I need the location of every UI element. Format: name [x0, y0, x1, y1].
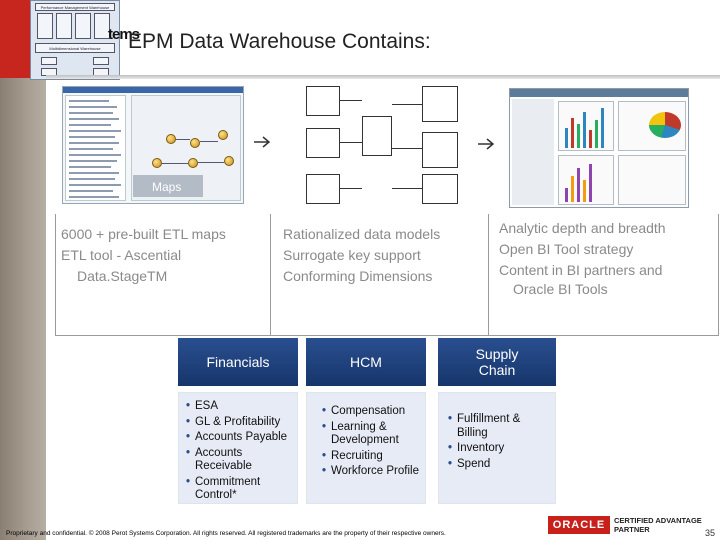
thumb-warehouse-3	[75, 13, 91, 39]
module-title: HCM	[350, 354, 382, 370]
column-line: Oracle BI Tools	[513, 281, 608, 297]
list-item: GL & Profitability	[186, 416, 298, 430]
column-line: Content in BI partners and	[499, 262, 663, 278]
window-title-bar	[63, 87, 243, 93]
maps-label: Maps	[152, 180, 182, 194]
supply-chain-list: Fulfillment & Billing Inventory Spend	[448, 413, 552, 473]
list-item: Accounts Receivable	[186, 447, 298, 474]
thumb-top-label: Performance Management Warehouse	[40, 5, 110, 10]
list-item: Commitment Control*	[186, 476, 298, 503]
stage-node	[188, 158, 199, 168]
dashboard-header	[510, 89, 688, 97]
erd-table	[422, 132, 458, 168]
column-line: Analytic depth and breadth	[499, 220, 666, 236]
erd-table	[422, 174, 458, 204]
stage-node	[166, 134, 177, 144]
partner-badge: CERTIFIED ADVANTAGE PARTNER	[614, 516, 702, 534]
column-line: Surrogate key support	[283, 247, 421, 263]
erd-table	[306, 86, 340, 116]
module-title: Supply Chain	[475, 346, 519, 378]
oracle-logo-text: ORACLE	[552, 519, 606, 531]
chart-panel	[558, 101, 614, 151]
title-underline	[46, 75, 720, 79]
stage-node	[224, 156, 235, 166]
erd-table	[422, 86, 458, 122]
chart-panel	[558, 155, 614, 205]
hcm-list: Compensation Learning & Development Recr…	[322, 405, 424, 481]
list-item: Learning & Development	[322, 421, 424, 448]
column-line: Conforming Dimensions	[283, 268, 433, 284]
left-decorative-bar	[0, 0, 46, 540]
etl-capabilities: 6000 + pre-built ETL maps ETL tool - Asc…	[61, 224, 226, 287]
module-header-supply-chain: Supply Chain	[438, 338, 556, 386]
column-line: ETL tool - Ascential	[61, 247, 182, 263]
list-item: Compensation	[322, 405, 424, 419]
etl-tool-screenshot	[62, 86, 244, 204]
module-title: Financials	[206, 354, 270, 370]
column-line: Data.StageTM	[77, 268, 168, 284]
erd-fact-table	[362, 116, 392, 156]
arrow-right-icon	[478, 138, 495, 150]
thumb-warehouse-1	[37, 13, 53, 39]
data-model-capabilities: Rationalized data models Surrogate key s…	[283, 224, 440, 287]
financials-list: ESA GL & Profitability Accounts Payable …	[186, 400, 298, 505]
thumb-warehouse-2	[56, 13, 72, 39]
page-number: 35	[705, 528, 716, 538]
list-item: Fulfillment & Billing	[448, 413, 552, 440]
module-header-hcm: HCM	[306, 338, 426, 386]
list-item: Inventory	[448, 442, 552, 456]
list-item: Recruiting	[322, 450, 424, 464]
dashboard-sidebar	[512, 99, 554, 205]
maps-banner	[133, 175, 203, 197]
list-item: Workforce Profile	[322, 465, 424, 479]
thumb-node-3	[93, 57, 109, 65]
thumb-node-1	[41, 57, 57, 65]
thumb-middle-box: Multidimensional Warehouse	[35, 43, 115, 53]
chart-panel	[618, 101, 686, 151]
capabilities-grid	[55, 214, 719, 336]
thumb-top-box: Performance Management Warehouse	[35, 3, 115, 11]
partner-line-1: CERTIFIED ADVANTAGE	[614, 516, 702, 525]
thumb-warehouse-4	[94, 13, 110, 39]
data-model-diagram	[290, 84, 466, 208]
stage-node	[152, 158, 163, 168]
module-header-financials: Financials	[178, 338, 298, 386]
list-item: Spend	[448, 458, 552, 472]
repository-tree	[65, 95, 127, 201]
list-item: ESA	[186, 400, 298, 414]
title-overlay-fragment: tems	[108, 26, 140, 43]
architecture-thumbnail: Performance Management Warehouse Multidi…	[30, 0, 120, 80]
partner-line-2: PARTNER	[614, 525, 650, 534]
list-item: Accounts Payable	[186, 431, 298, 445]
column-line: Rationalized data models	[283, 226, 441, 242]
copyright-footer: Proprietary and confidential. © 2008 Per…	[6, 530, 446, 537]
stage-node	[190, 138, 201, 148]
stage-node	[218, 130, 229, 140]
column-line: Open BI Tool strategy	[499, 241, 634, 257]
erd-table	[306, 128, 340, 158]
oracle-logo: ORACLE	[548, 516, 610, 534]
table-panel	[618, 155, 686, 205]
arrow-right-icon	[254, 136, 271, 148]
slide-title: EPM Data Warehouse Contains:	[128, 30, 431, 53]
thumb-middle-label: Multidimensional Warehouse	[49, 46, 101, 51]
job-design-canvas	[131, 95, 241, 201]
bi-dashboard-screenshot	[509, 88, 689, 208]
erd-table	[306, 174, 340, 204]
bi-capabilities: Analytic depth and breadth Open BI Tool …	[499, 218, 666, 297]
column-line: 6000 + pre-built ETL maps	[61, 226, 226, 242]
